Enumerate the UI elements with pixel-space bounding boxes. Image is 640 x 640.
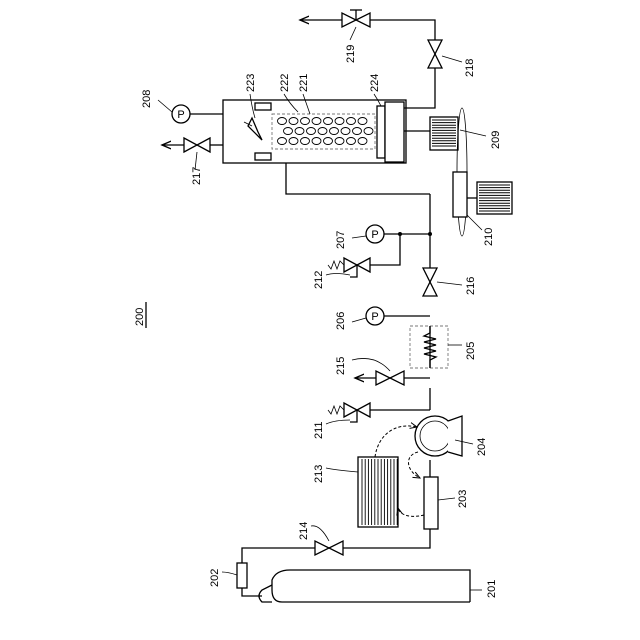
line-valve214-to-main <box>343 545 430 548</box>
catalyst-particle <box>353 128 362 135</box>
catalyst-particle <box>341 128 350 135</box>
label-221: 221 <box>298 74 310 92</box>
catalyst-particle <box>312 138 321 145</box>
catalyst-particle <box>301 138 310 145</box>
catalyst-particle <box>312 118 321 125</box>
label-208: 208 <box>141 90 153 108</box>
catalyst-particle <box>358 118 367 125</box>
svg-text:200: 200 <box>134 308 146 326</box>
catalyst-particle <box>358 138 367 145</box>
catalyst-particle <box>278 118 287 125</box>
figure-number: 200 <box>134 302 146 328</box>
label-215: 215 <box>335 357 347 375</box>
label-217: 217 <box>191 167 203 185</box>
motor-210 <box>453 172 512 217</box>
label-209: 209 <box>490 131 502 149</box>
catalyst-particle <box>295 128 304 135</box>
svg-text:P: P <box>371 311 378 323</box>
catalyst-particle <box>364 128 373 135</box>
label-213: 213 <box>313 465 325 483</box>
label-212: 212 <box>313 271 325 289</box>
catalyst-particle <box>289 138 298 145</box>
label-224: 224 <box>369 74 381 92</box>
catalyst-particle <box>289 118 298 125</box>
catalyst-particle <box>284 128 293 135</box>
label-205: 205 <box>465 342 477 360</box>
heater-205 <box>410 326 448 368</box>
exhaust-line <box>300 10 442 108</box>
label-223: 223 <box>245 74 257 92</box>
valve-214 <box>315 541 343 555</box>
label-218: 218 <box>464 59 476 77</box>
flow-arrow-b <box>408 452 420 478</box>
catalyst-particle <box>318 128 327 135</box>
pressure-gauge-206: P <box>366 307 430 325</box>
catalyst-particle <box>347 118 356 125</box>
svg-text:P: P <box>177 109 184 121</box>
label-222: 222 <box>279 74 291 92</box>
label-210: 210 <box>483 228 495 246</box>
pressure-gauge-207: P <box>366 225 432 243</box>
valve-216 <box>423 268 437 296</box>
label-207: 207 <box>335 231 347 249</box>
reaction-vessel <box>223 100 430 163</box>
catalyst-particle <box>347 138 356 145</box>
catalyst-particle <box>330 128 339 135</box>
catalyst-particle <box>324 118 333 125</box>
flow-arrow-c <box>398 508 424 516</box>
label-206: 206 <box>335 312 347 330</box>
condenser-213 <box>358 457 398 527</box>
catalyst-particle <box>324 138 333 145</box>
pressure-gauge-208: P <box>172 105 223 123</box>
label-202: 202 <box>209 569 221 587</box>
regulator-202 <box>237 563 247 588</box>
catalyst-particle <box>335 118 344 125</box>
catalyst-particle <box>278 138 287 145</box>
catalyst-particle <box>335 138 344 145</box>
relief-valve-211 <box>328 403 430 422</box>
component-203 <box>424 477 438 529</box>
pump-204 <box>415 416 462 456</box>
label-201: 201 <box>486 580 498 598</box>
label-204: 204 <box>476 438 488 456</box>
label-219: 219 <box>345 45 357 63</box>
label-203: 203 <box>457 490 469 508</box>
flow-arrow-a <box>375 426 417 457</box>
valve-217 <box>162 138 223 152</box>
catalyst-particle <box>307 128 316 135</box>
label-216: 216 <box>465 277 477 295</box>
catalyst-particle <box>301 118 310 125</box>
valve-215 <box>355 371 430 385</box>
line-to-valve-214 <box>242 548 315 563</box>
label-211: 211 <box>313 421 325 439</box>
svg-text:P: P <box>371 229 378 241</box>
gas-cylinder <box>259 570 470 602</box>
label-214: 214 <box>298 522 310 540</box>
